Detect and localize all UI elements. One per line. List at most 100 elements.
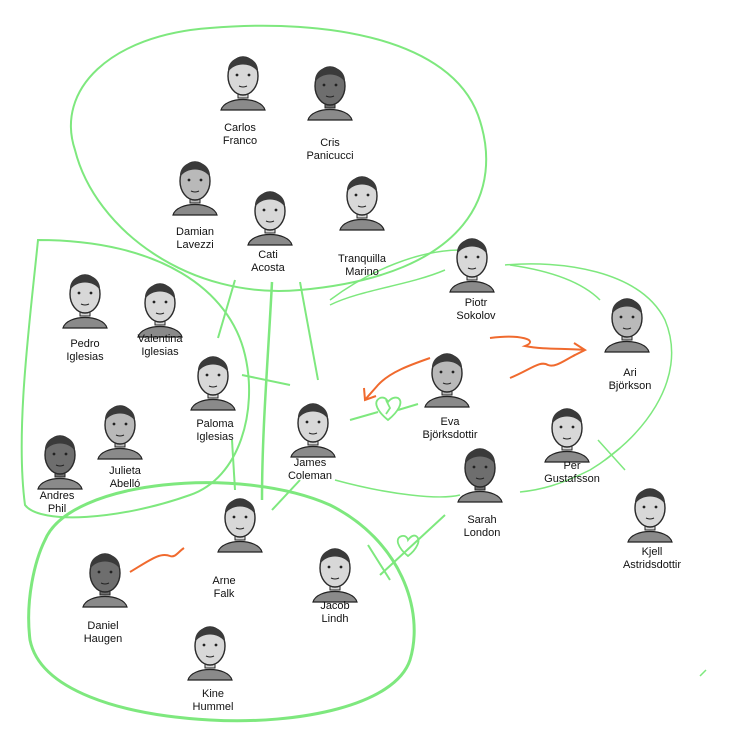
eye bbox=[205, 373, 209, 377]
hair bbox=[104, 406, 136, 421]
hair bbox=[144, 284, 176, 299]
mouth bbox=[55, 464, 65, 467]
link-per-kjell bbox=[597, 439, 626, 471]
eye bbox=[109, 570, 113, 574]
eye bbox=[322, 83, 326, 87]
julieta-abello-portrait bbox=[97, 405, 143, 460]
last-name: Lavezzi bbox=[176, 239, 214, 251]
per-gustafsson-portrait bbox=[544, 408, 590, 463]
mouth bbox=[442, 382, 452, 385]
eye bbox=[484, 465, 488, 469]
eye bbox=[214, 643, 218, 647]
first-name: Per bbox=[563, 460, 581, 472]
eye bbox=[305, 420, 309, 424]
kjell-astridsdottir-portrait bbox=[627, 488, 673, 543]
shoulders bbox=[37, 478, 83, 490]
eye bbox=[247, 73, 251, 77]
shoulders bbox=[187, 669, 233, 681]
last-name: Coleman bbox=[287, 470, 333, 482]
eye bbox=[217, 373, 221, 377]
cris-panicucci-portrait bbox=[307, 66, 353, 121]
shoulders bbox=[457, 491, 503, 503]
eye bbox=[274, 208, 278, 212]
link-paloma-arne bbox=[231, 439, 236, 491]
last-name: Iglesias bbox=[66, 351, 104, 363]
eye bbox=[112, 422, 116, 426]
mouth bbox=[622, 327, 632, 330]
eye bbox=[164, 300, 168, 304]
conflict-arrow-eva-james bbox=[363, 357, 431, 402]
heart-broken-icon bbox=[375, 396, 402, 422]
hair bbox=[179, 162, 211, 177]
first-name: Paloma bbox=[196, 418, 234, 430]
hair bbox=[44, 436, 76, 451]
mouth bbox=[308, 432, 318, 435]
eye bbox=[124, 422, 128, 426]
last-name: Björkson bbox=[608, 380, 652, 392]
group-outline-right bbox=[329, 249, 673, 493]
eye bbox=[317, 420, 321, 424]
shoulders bbox=[137, 326, 183, 338]
mouth bbox=[155, 312, 165, 315]
shoulders bbox=[97, 448, 143, 460]
shoulders bbox=[62, 317, 108, 329]
hair bbox=[431, 354, 463, 369]
eye bbox=[77, 291, 81, 295]
sarah-london-portrait bbox=[457, 448, 503, 503]
link-piotr-ari bbox=[509, 264, 601, 301]
link-james-sarah bbox=[334, 479, 461, 498]
first-name: Piotr bbox=[464, 297, 488, 309]
hair bbox=[551, 409, 583, 424]
eye bbox=[262, 208, 266, 212]
conflict-mark-daniel-arne bbox=[129, 547, 185, 573]
mouth bbox=[235, 527, 245, 530]
first-name: Tranquilla bbox=[338, 253, 386, 265]
heart-icon bbox=[396, 534, 420, 558]
last-name: Sokolov bbox=[456, 310, 496, 322]
mouth bbox=[330, 577, 340, 580]
mouth bbox=[562, 437, 572, 440]
eye bbox=[571, 425, 575, 429]
conflict-arrow-eva-ari bbox=[509, 354, 576, 379]
eye bbox=[642, 505, 646, 509]
last-name: Gustafsson bbox=[544, 473, 600, 485]
first-name: Sarah bbox=[467, 514, 497, 526]
first-name: James bbox=[293, 457, 327, 469]
group-outline-top bbox=[69, 24, 488, 292]
hair bbox=[89, 554, 121, 569]
shoulders bbox=[217, 541, 263, 553]
eye bbox=[187, 178, 191, 182]
first-name: Julieta bbox=[109, 465, 141, 477]
shoulders bbox=[339, 219, 385, 231]
shoulders bbox=[172, 204, 218, 216]
hair bbox=[464, 449, 496, 464]
eye bbox=[464, 255, 468, 259]
eye bbox=[235, 73, 239, 77]
last-name: Hummel bbox=[192, 701, 234, 713]
eye bbox=[202, 643, 206, 647]
hair bbox=[346, 177, 378, 192]
mouth bbox=[475, 477, 485, 480]
first-name: Eva bbox=[440, 416, 460, 428]
mouth bbox=[208, 385, 218, 388]
eye bbox=[152, 300, 156, 304]
shoulders bbox=[290, 446, 336, 458]
eye bbox=[354, 193, 358, 197]
hair bbox=[227, 57, 259, 72]
